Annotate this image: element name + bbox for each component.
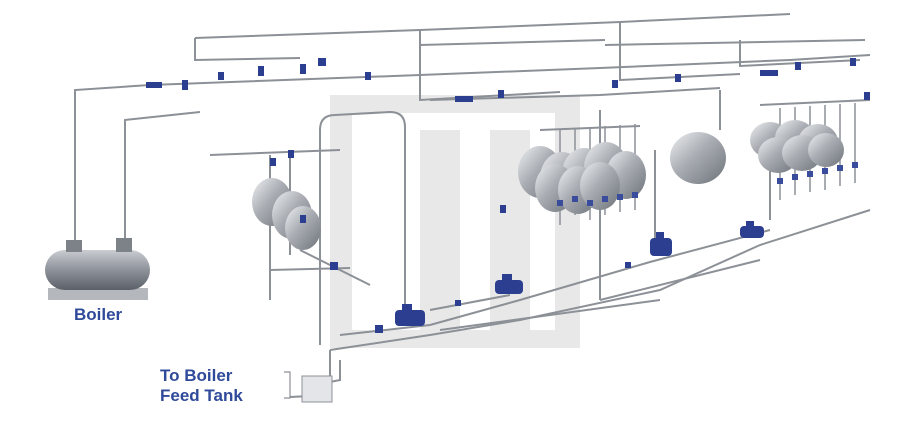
feed-tank-label-line2: Feed Tank <box>160 386 243 405</box>
valve-icon <box>375 325 383 333</box>
valve-icon <box>455 300 461 306</box>
valve-icon <box>760 70 778 76</box>
steam-trap-icon <box>495 274 523 294</box>
valve-icon <box>330 262 338 270</box>
feed-tank <box>284 371 333 403</box>
valve-icon <box>365 72 371 80</box>
drop-valves <box>557 162 858 206</box>
valve-icon <box>864 92 870 100</box>
steam-header-pipes <box>74 13 871 398</box>
valve-icon <box>288 150 294 158</box>
dryer-cylinders-right <box>750 120 844 173</box>
valve-icon <box>218 72 224 80</box>
valve-icon <box>455 96 473 102</box>
dryer-cylinders-middle <box>518 142 646 214</box>
valve-icon <box>258 66 264 76</box>
valve-icon <box>500 205 506 213</box>
steam-trap-units <box>395 221 764 326</box>
valve-icon <box>182 80 188 90</box>
valves <box>146 58 870 333</box>
watermark-logo <box>330 95 580 348</box>
valve-icon <box>318 58 326 66</box>
boiler-vessel <box>45 238 150 300</box>
valve-icon <box>675 74 681 82</box>
dryer-cylinder-single <box>670 132 726 184</box>
valve-icon <box>612 80 618 88</box>
valve-icon <box>625 262 631 268</box>
valve-icon <box>300 215 306 223</box>
valve-icon <box>795 62 801 70</box>
boiler-label: Boiler <box>74 305 123 324</box>
feed-tank-label-line1: To Boiler <box>160 366 233 385</box>
dryer-cylinders-left <box>252 178 321 250</box>
valve-icon <box>300 64 306 74</box>
valve-icon <box>850 58 856 66</box>
steam-trap-icon <box>395 304 425 326</box>
feed-tank-label: To Boiler Feed Tank <box>160 366 243 406</box>
valve-icon <box>270 158 276 166</box>
valve-icon <box>146 82 162 88</box>
valve-icon <box>498 90 504 98</box>
steam-trap-icon <box>650 232 672 256</box>
steam-trap-icon <box>740 221 764 238</box>
